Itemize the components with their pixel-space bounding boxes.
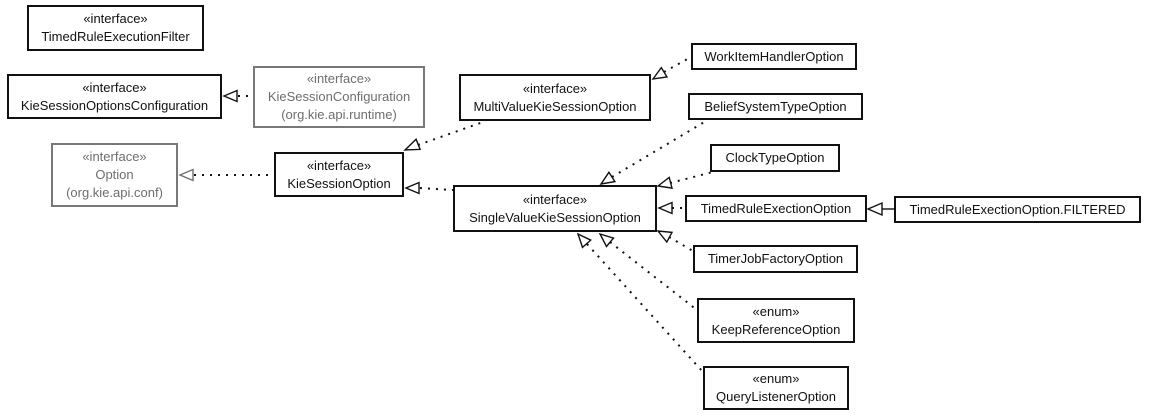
class-name: SingleValueKieSessionOption xyxy=(469,209,641,225)
edge-timedruleexectionoption-to-singlevaluekiesessionoption xyxy=(657,201,685,215)
edge-clocktypeoption-to-singlevaluekiesessionoption xyxy=(656,171,714,189)
edge-multivaluekiesessionoption-to-kiesessionoption xyxy=(403,120,487,151)
edge-workitemhandleroption-to-multivaluekiesessionoption xyxy=(651,56,692,80)
edge-kiesessionconfiguration-to-kiesessionoptionsconfiguration xyxy=(222,89,253,103)
class-box-kiesessionoption[interactable]: «interface» KieSessionOption xyxy=(274,152,404,197)
package-name: (org.kie.api.runtime) xyxy=(281,107,397,122)
edge-querylisteneroption-to-singlevaluekiesessionoption xyxy=(576,232,704,373)
class-box-timerjobfactoryoption[interactable]: TimerJobFactoryOption xyxy=(693,245,858,273)
class-name: BeliefSystemTypeOption xyxy=(704,98,847,114)
class-name: TimedRuleExectionOption xyxy=(700,200,852,216)
edge-keepreferenceoption-to-singlevaluekiesessionoption xyxy=(598,232,698,311)
class-box-clocktypeoption[interactable]: ClockTypeOption xyxy=(710,144,840,172)
class-name: QueryListenerOption xyxy=(716,389,836,404)
package-name: (org.kie.api.conf) xyxy=(66,185,163,200)
class-name: TimedRuleExectionOption.FILTERED xyxy=(909,201,1126,217)
class-name: KieSessionOptionsConfiguration xyxy=(20,97,209,113)
stereotype-label: «interface» xyxy=(522,80,588,96)
stereotype-label: «interface» xyxy=(306,157,372,173)
class-name: TimerJobFactoryOption xyxy=(707,251,844,266)
class-name: MultiValueKieSessionOption xyxy=(473,98,637,114)
class-box-multivaluekiesessionoption[interactable]: «interface» MultiValueKieSessionOption xyxy=(459,74,651,121)
class-box-timedruleexectionoption-filtered[interactable]: TimedRuleExectionOption.FILTERED xyxy=(894,196,1141,223)
class-name: KieSessionOption xyxy=(287,175,391,191)
class-box-singlevaluekiesessionoption[interactable]: «interface» SingleValueKieSessionOption xyxy=(453,185,657,232)
edge-beliefsystemtypeoption-to-singlevaluekiesessionoption xyxy=(599,120,707,185)
class-name: WorkItemHandlerOption xyxy=(704,48,844,64)
class-box-timedruleexecutionfilter[interactable]: «interface» TimedRuleExecutionFilter xyxy=(27,5,204,51)
edge-timerjobfactoryoption-to-singlevaluekiesessionoption xyxy=(656,230,694,252)
stereotype-label: «interface» xyxy=(82,149,147,164)
class-name: KieSessionConfiguration xyxy=(267,89,411,104)
stereotype-label: «interface» xyxy=(522,191,588,207)
class-name: ClockTypeOption xyxy=(725,150,825,165)
class-box-querylisteneroption[interactable]: «enum» QueryListenerOption xyxy=(703,366,849,410)
stereotype-label: «interface» xyxy=(82,79,147,95)
stereotype-label: «enum» xyxy=(752,303,800,319)
class-box-option-external[interactable]: «interface» Option (org.kie.api.conf) xyxy=(51,143,178,207)
class-name: TimedRuleExecutionFilter xyxy=(41,29,190,44)
stereotype-label: «enum» xyxy=(752,371,800,386)
edge-singlevaluekiesessionoption-to-kiesessionoption xyxy=(404,181,454,195)
class-box-kiesessionconfiguration-external[interactable]: «interface» KieSessionConfiguration (org… xyxy=(253,66,425,128)
class-box-workitemhandleroption[interactable]: WorkItemHandlerOption xyxy=(691,43,857,70)
class-box-beliefsystemtypeoption[interactable]: BeliefSystemTypeOption xyxy=(688,93,863,120)
class-name: KeepReferenceOption xyxy=(711,321,841,337)
class-box-timedruleexectionoption[interactable]: TimedRuleExectionOption xyxy=(685,195,867,222)
edge-filtered-to-timedruleexectionoption xyxy=(866,201,894,217)
stereotype-label: «interface» xyxy=(83,11,148,26)
class-box-kiesessionoptionsconfiguration[interactable]: «interface» KieSessionOptionsConfigurati… xyxy=(7,74,222,119)
edge-kiesessionoption-to-option xyxy=(178,168,274,182)
class-name: Option xyxy=(95,167,134,182)
class-box-keepreferenceoption[interactable]: «enum» KeepReferenceOption xyxy=(697,298,855,343)
stereotype-label: «interface» xyxy=(306,71,372,86)
